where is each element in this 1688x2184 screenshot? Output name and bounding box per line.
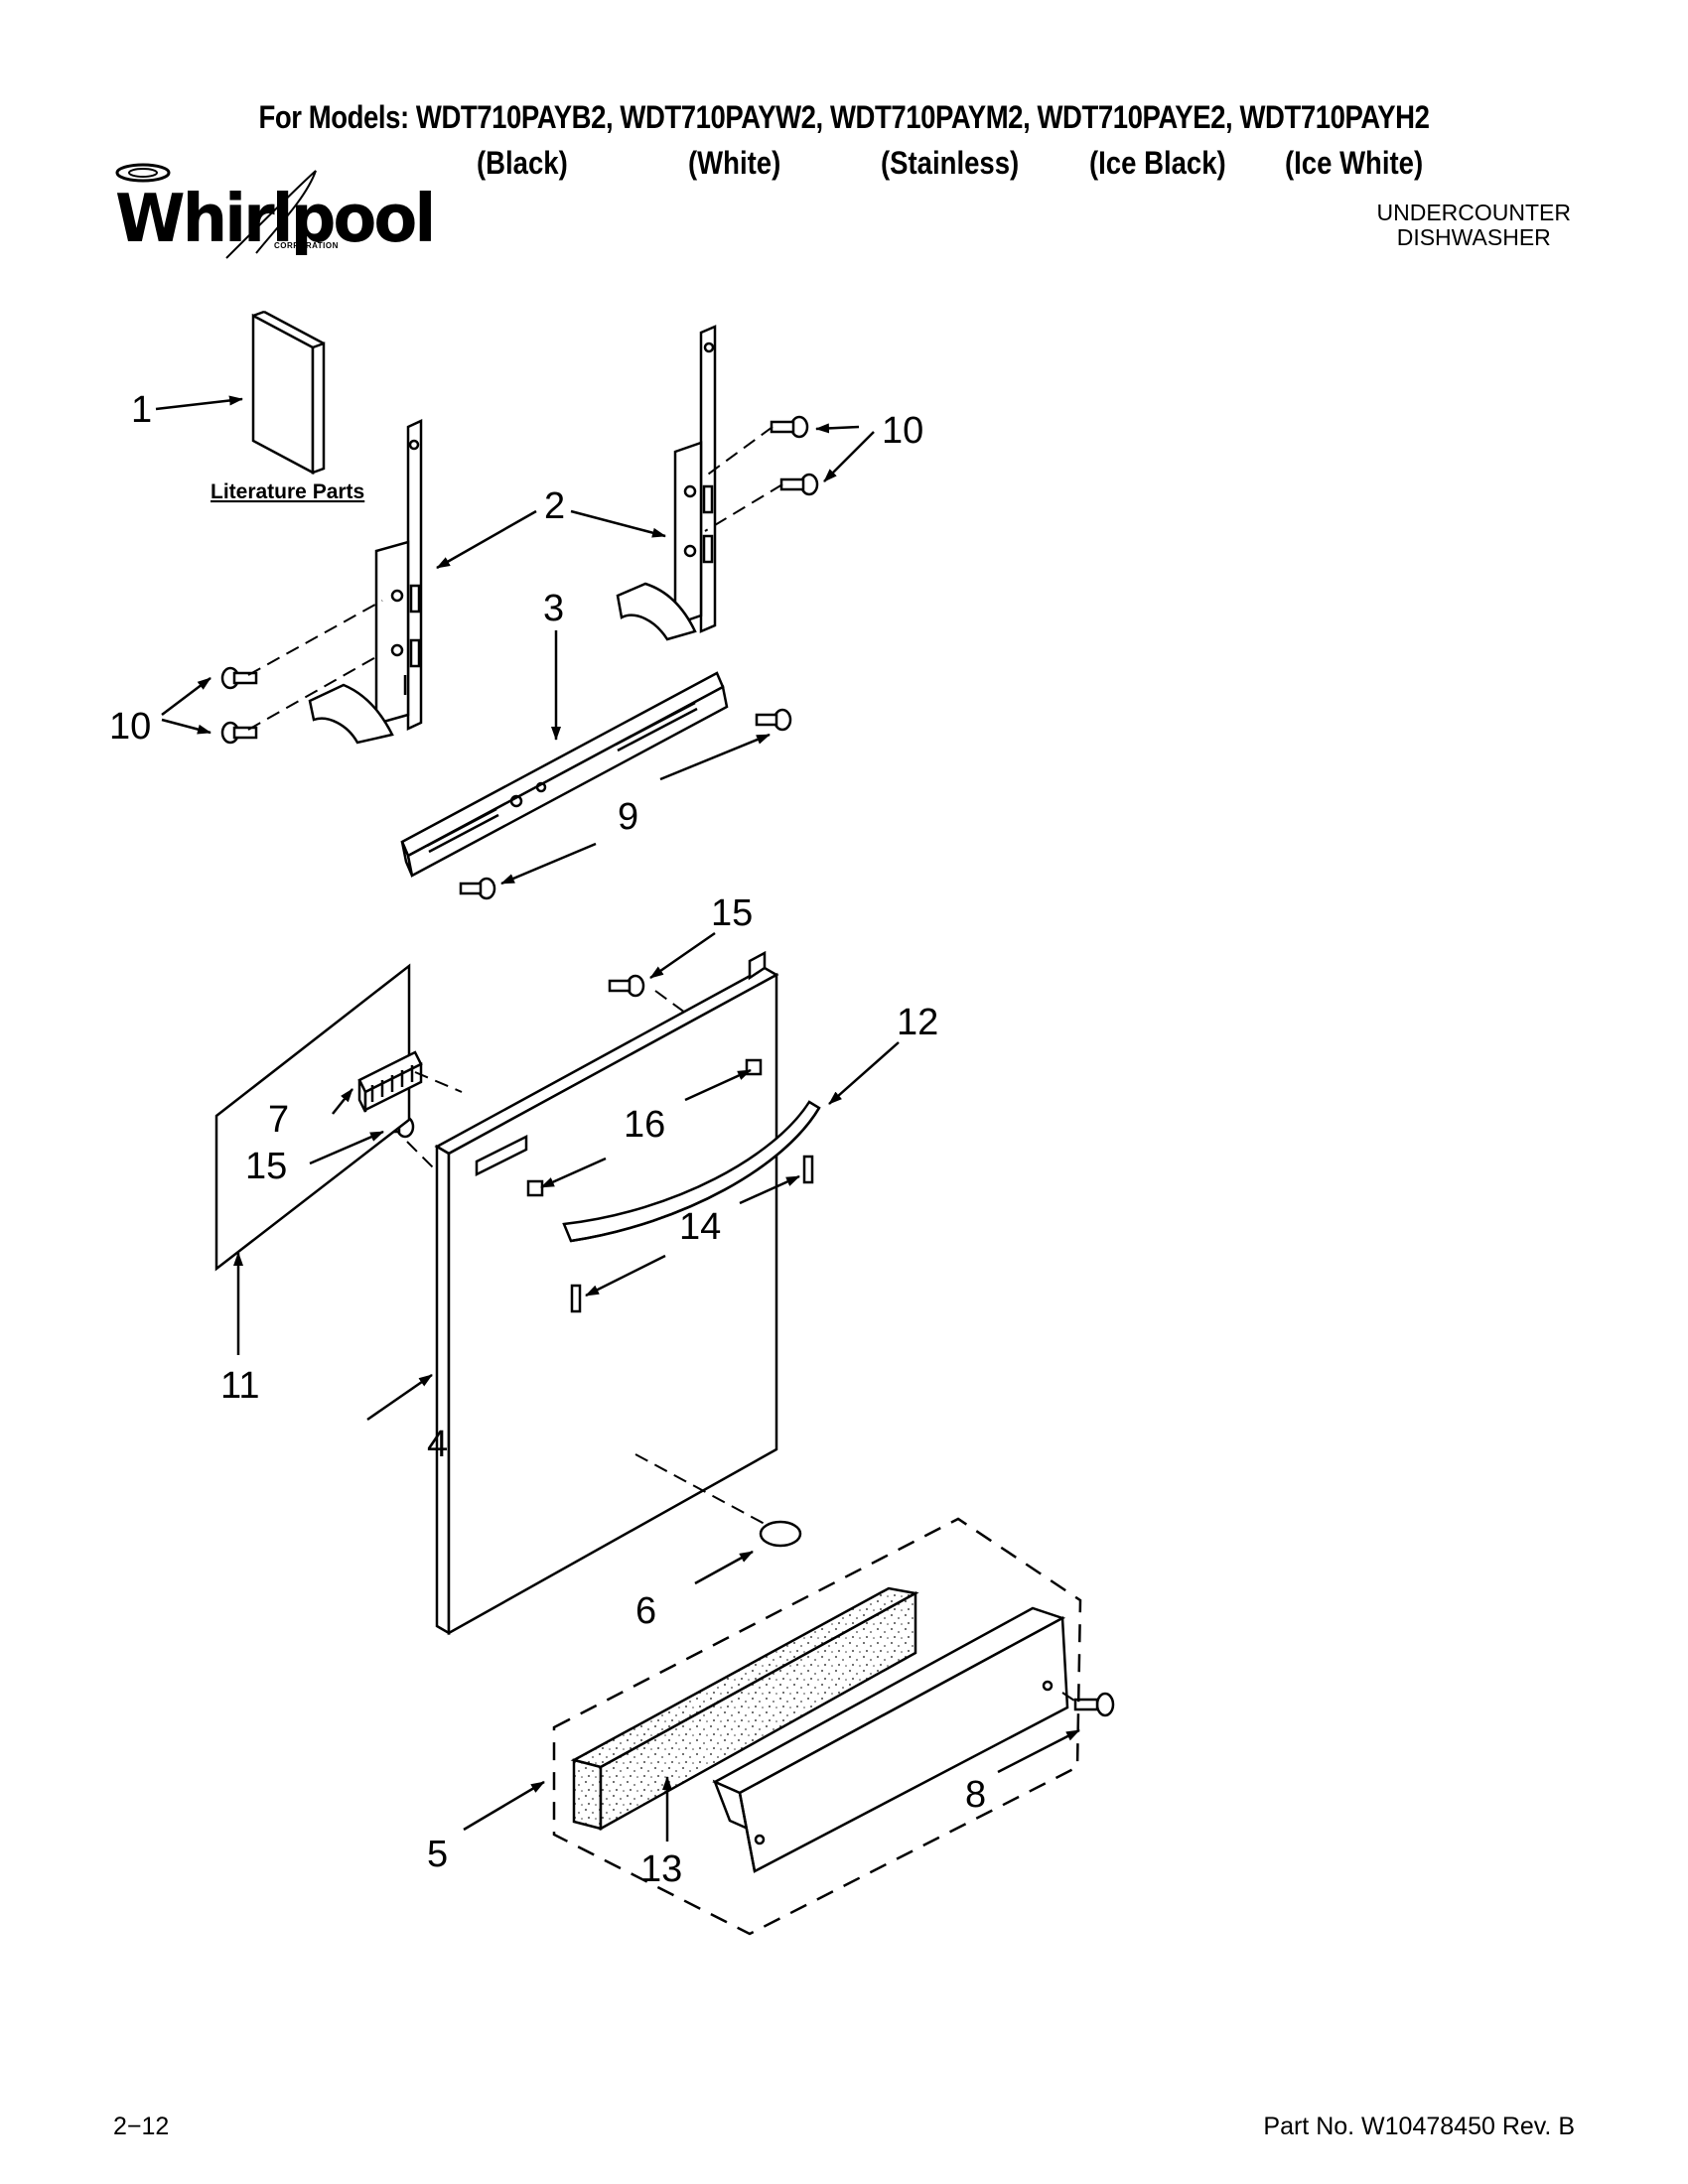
literature-parts-label: Literature Parts: [211, 480, 364, 503]
logo-swirl-icon: [115, 163, 317, 259]
mounting-rail: [400, 671, 729, 878]
whirlpool-logo: Whirlpool CORPORATION: [107, 159, 436, 268]
models-line: For Models: WDT710PAYB2, WDT710PAYW2, WD…: [258, 99, 1430, 135]
logo-corporation: CORPORATION: [274, 241, 339, 250]
part-number: Part No. W10478450 Rev. B: [1263, 2113, 1575, 2140]
logo-wordmark: Whirlpool: [115, 181, 436, 258]
color-black: (Black): [477, 145, 568, 181]
handle-spacers: [526, 1058, 763, 1197]
callout-6: 6: [635, 1590, 656, 1632]
product-line-1: UNDERCOUNTER: [1376, 200, 1572, 225]
callout-2: 2: [544, 485, 565, 527]
color-ice-white: (Ice White): [1285, 145, 1424, 181]
door-plug: [759, 1520, 802, 1548]
callout-15-side: 15: [245, 1146, 287, 1187]
color-ice-black: (Ice Black): [1089, 145, 1226, 181]
color-stainless: (Stainless): [881, 145, 1020, 181]
callout-14: 14: [679, 1206, 721, 1248]
door-vent: [357, 1050, 423, 1113]
door-panel: [434, 950, 779, 1636]
page-number: 2−12: [113, 2113, 170, 2140]
door-handle: [562, 1100, 821, 1243]
toe-insulation: [570, 1586, 919, 1832]
product-line-2: DISHWASHER: [1396, 224, 1551, 250]
handle-studs: [570, 1155, 814, 1313]
screws-bracket: [220, 415, 1115, 1717]
callout-10-top: 10: [882, 410, 923, 452]
kick-plate: [712, 1606, 1069, 1873]
product-type: UNDERCOUNTER DISHWASHER: [1377, 201, 1572, 250]
callout-4: 4: [427, 1424, 448, 1465]
callout-9: 9: [618, 796, 638, 838]
callout-13: 13: [640, 1848, 682, 1890]
color-white: (White): [688, 145, 781, 181]
left-mounting-bracket: [308, 419, 423, 745]
callout-5: 5: [427, 1834, 448, 1875]
callout-1: 1: [131, 389, 152, 431]
callout-arrows: [155, 395, 1080, 1842]
callout-3: 3: [543, 588, 564, 629]
literature-book: [251, 310, 326, 476]
callout-8: 8: [965, 1774, 986, 1816]
right-mounting-bracket: [616, 325, 717, 641]
callout-15-top: 15: [711, 892, 753, 934]
callout-12: 12: [897, 1002, 938, 1043]
callout-16: 16: [624, 1104, 665, 1146]
panel-insert: [214, 963, 411, 1272]
callout-10-bottom: 10: [109, 706, 151, 748]
leader-lines: [247, 426, 1078, 1704]
callout-11: 11: [220, 1365, 259, 1407]
toe-assembly-outline: [552, 1517, 1082, 1936]
callout-7: 7: [268, 1099, 289, 1141]
